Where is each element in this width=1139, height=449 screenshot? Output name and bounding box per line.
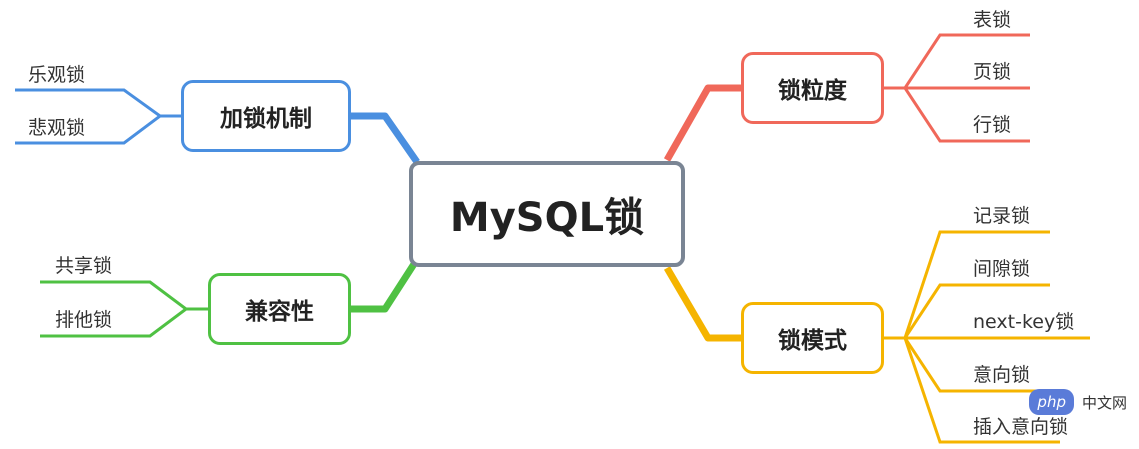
leaf-intention-lock: 意向锁 [973,364,1031,386]
connector-center-blue [351,112,420,164]
watermark-logo: php [1029,389,1074,415]
leaf-exclusive-lock: 排他锁 [55,309,113,331]
connector-blue-leaf-2 [15,114,181,145]
leaf-page-lock: 页锁 [973,61,1012,83]
connector-center-green [351,262,417,313]
connector-red-leaf-3 [884,86,1030,143]
branch-node-granularity: 锁粒度 [741,52,884,124]
leaf-row-lock: 行锁 [973,114,1012,136]
connector-green-leaf-2 [40,307,208,338]
leaf-insert-intention-lock: 插入意向锁 [973,416,1069,438]
leaf-table-lock: 表锁 [973,9,1012,31]
connector-center-red [663,84,741,162]
leaf-pessimistic-lock: 悲观锁 [28,117,86,139]
watermark: php 中文网 [1029,389,1127,415]
leaf-record-lock: 记录锁 [973,205,1031,227]
leaf-gap-lock: 间隙锁 [973,258,1031,280]
branch-node-locking-mechanism: 加锁机制 [181,80,351,152]
connector-yellow-leaf-5 [884,336,1060,444]
branch-node-compatibility: 兼容性 [208,273,351,345]
watermark-text: 中文网 [1081,393,1127,412]
branch-node-mode: 锁模式 [741,302,884,374]
leaf-shared-lock: 共享锁 [55,255,113,277]
connector-center-yellow [663,266,741,342]
center-node: MySQL锁 [409,161,685,267]
leaf-optimistic-lock: 乐观锁 [28,64,86,86]
leaf-next-key-lock: next-key锁 [973,311,1075,333]
